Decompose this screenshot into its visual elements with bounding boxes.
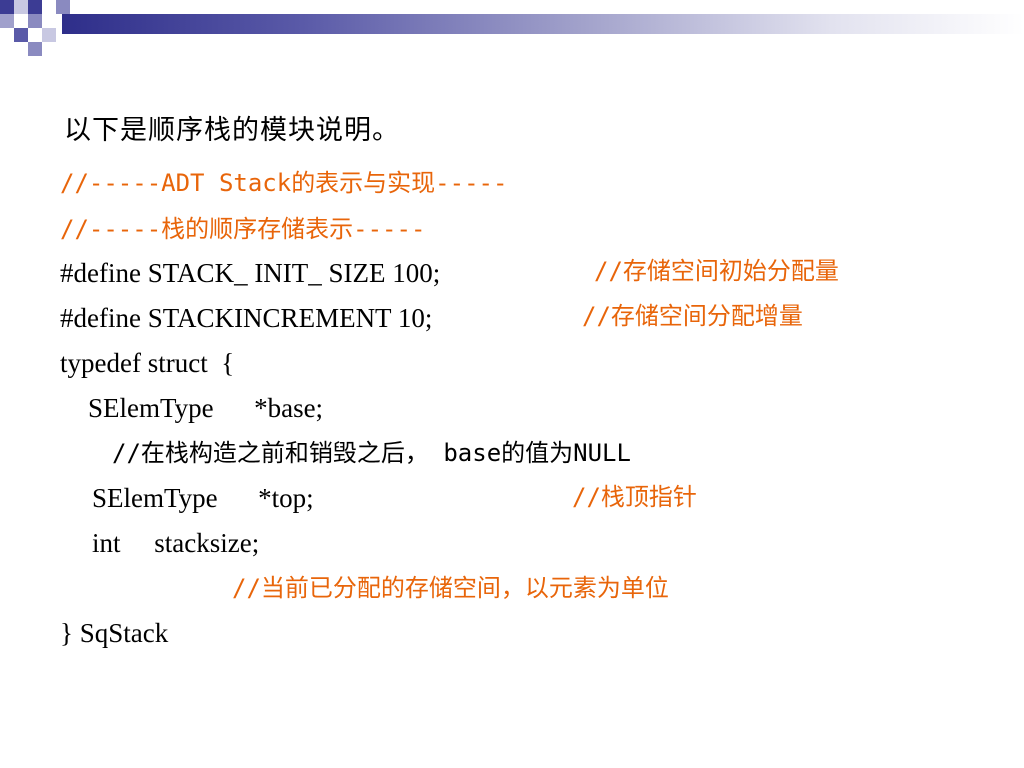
closing-line: } SqStack bbox=[60, 618, 169, 648]
define-init-size: #define STACK_ INIT_ SIZE 100; bbox=[60, 258, 441, 288]
deco-square bbox=[28, 0, 42, 14]
intro-text: 以下是顺序栈的模块说明。 bbox=[64, 115, 400, 146]
deco-square bbox=[28, 14, 42, 28]
deco-square bbox=[14, 28, 28, 42]
typedef-struct-line: typedef struct { bbox=[60, 348, 235, 378]
base-field-line: SElemType *base; bbox=[88, 393, 324, 423]
comment-storage-header: //-----栈的顺序存储表示----- bbox=[60, 215, 426, 243]
base-comment: //在栈构造之前和销毁之后， base的值为NULL bbox=[112, 439, 631, 467]
define-init-size-comment: //存储空间初始分配量 bbox=[594, 257, 839, 285]
stacksize-field-line: int stacksize; bbox=[92, 528, 260, 558]
deco-square bbox=[0, 14, 14, 28]
top-field-line: SElemType *top; bbox=[92, 483, 314, 513]
define-increment-comment: //存储空间分配增量 bbox=[582, 302, 803, 330]
top-comment: //栈顶指针 bbox=[572, 483, 697, 511]
deco-square bbox=[0, 0, 14, 14]
header-gradient-bar bbox=[62, 14, 1024, 34]
deco-square bbox=[14, 0, 28, 14]
deco-square bbox=[42, 28, 56, 42]
deco-square bbox=[28, 42, 42, 56]
define-increment: #define STACKINCREMENT 10; bbox=[60, 303, 433, 333]
deco-square bbox=[56, 0, 70, 14]
comment-adt-header: //-----ADT Stack的表示与实现----- bbox=[60, 169, 508, 197]
stacksize-comment: //当前已分配的存储空间，以元素为单位 bbox=[232, 574, 669, 602]
